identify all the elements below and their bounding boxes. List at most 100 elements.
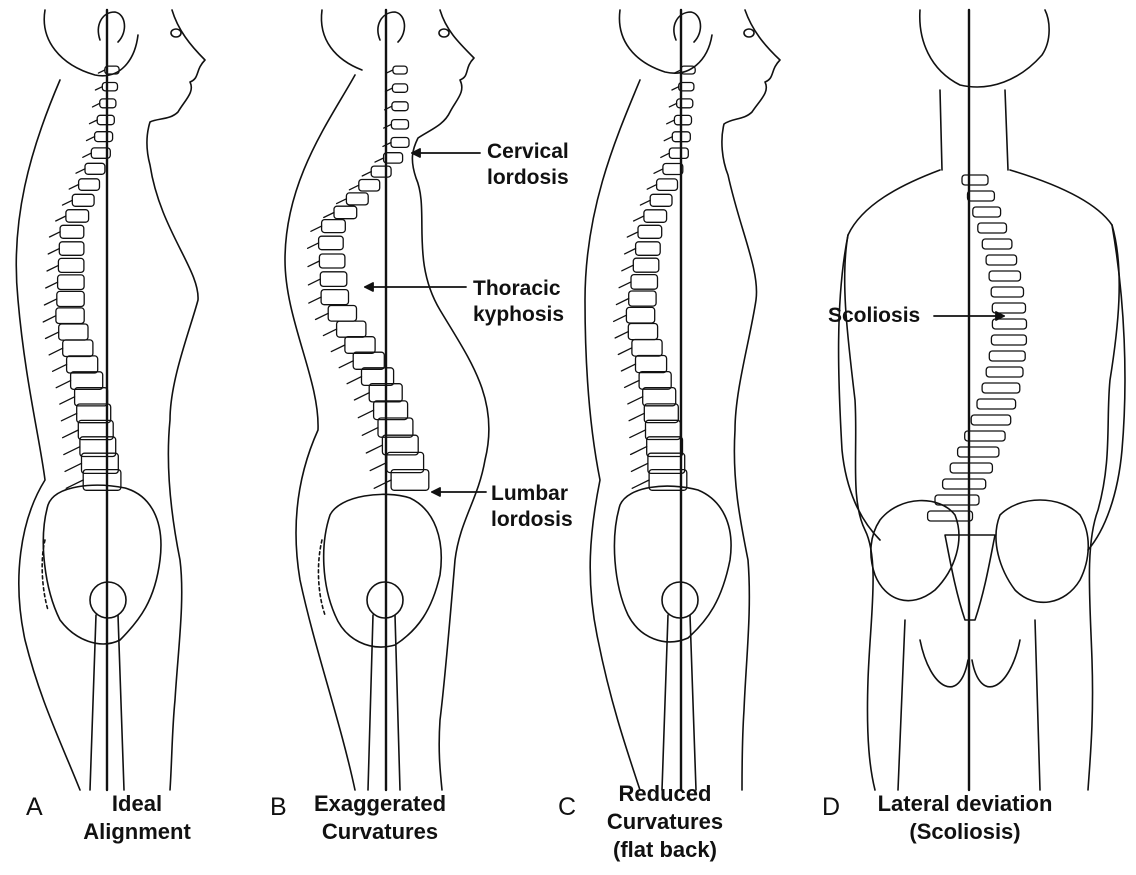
figure-c-eye <box>744 29 754 37</box>
figure-c-spinous-process <box>632 480 649 488</box>
figure-b-spinous-process <box>358 410 373 418</box>
figure-a-vertebra <box>71 372 103 390</box>
figure-d-torso <box>845 170 940 790</box>
lumbar-label-line2: lordosis <box>491 507 573 533</box>
figure-c-vertebra <box>638 225 662 238</box>
panel-letter-d: D <box>822 793 840 822</box>
figure-b-spinous-process <box>347 377 361 384</box>
figure-c-vertebra <box>677 99 693 108</box>
figure-b-vertebra <box>337 321 366 337</box>
figure-a-vertebra <box>67 356 98 373</box>
figure-a-spinous-process <box>53 364 67 371</box>
figure-d-arm-right <box>1088 225 1125 550</box>
figure-c-spinous-process <box>664 137 672 141</box>
figure-b-spinous-process <box>311 226 322 231</box>
figure-b-vertebra <box>353 352 384 369</box>
thoracic-label-line2: kyphosis <box>473 302 564 328</box>
figure-d-neck <box>940 90 1008 170</box>
figure-a-spinous-process <box>98 70 104 73</box>
figure-c-spinous-process <box>629 413 644 420</box>
figure-a-vertebra <box>72 194 94 206</box>
figure-d-vertebra <box>962 175 988 185</box>
figure-a-spinous-process <box>93 103 100 107</box>
figure-b-vertebra <box>362 368 394 386</box>
figure-b <box>285 10 489 790</box>
figure-b-vertebra <box>319 254 345 268</box>
figure-a-vertebra <box>85 163 105 174</box>
figure-a-spinous-process <box>47 265 58 271</box>
figure-c-spinous-process <box>634 216 644 221</box>
figure-c-pelvis <box>614 486 731 642</box>
figure-b-vertebra <box>328 306 356 322</box>
figure-b-vertebra <box>392 84 407 92</box>
figure-a-spinous-process <box>60 397 75 404</box>
figure-d-pelvis-right <box>996 500 1088 602</box>
figure-a-spinous-process <box>56 216 66 221</box>
figure-b-spinous-process <box>337 199 347 204</box>
figure-c-spinous-process <box>654 169 663 173</box>
figure-a-spine <box>43 66 121 490</box>
figure-b-spinous-process <box>375 158 384 162</box>
figure-a-spinous-process <box>46 282 58 288</box>
figure-c-spinous-process <box>661 153 670 157</box>
figure-a-pelvis <box>43 485 161 644</box>
figure-a-vertebra <box>75 388 108 406</box>
figure-c-spinous-process <box>615 332 628 338</box>
figure-b-spinous-process <box>374 480 391 488</box>
figure-b-vertebra <box>371 166 391 177</box>
figure-a-spinous-process <box>49 348 63 355</box>
figure-a-spinous-process <box>61 413 76 420</box>
caption-d-line2: (Scoliosis) <box>860 818 1070 846</box>
figure-c-vertebra <box>636 242 661 256</box>
figure-b-vertebra <box>334 206 357 219</box>
figure-b-vertebra <box>391 138 409 148</box>
figure-b-spinous-process <box>339 361 353 368</box>
figure-b-vertebra <box>320 272 347 287</box>
figure-c-spine <box>614 66 696 490</box>
scoliosis-label: Scoliosis <box>828 303 920 329</box>
figure-c-vertebra <box>644 210 667 223</box>
figure-a-vertebra <box>58 258 84 272</box>
figure-c-spinous-process <box>625 249 636 254</box>
figure-a-spinous-process <box>44 299 56 305</box>
figure-d <box>839 10 1125 790</box>
figure-c-spinous-process <box>618 348 632 355</box>
figure-a-spinous-process <box>69 185 78 190</box>
figure-c-vertebra <box>643 388 676 406</box>
thoracic-kyphosis-label: Thoracic kyphosis <box>473 276 564 329</box>
figure-a-back <box>16 80 80 790</box>
figure-b-spinous-process <box>324 213 334 218</box>
figure-a-skull-ring <box>98 12 124 42</box>
figure-a-vertebra <box>102 83 117 91</box>
scoliosis-label-text: Scoliosis <box>828 303 920 329</box>
figure-a-eye <box>171 29 181 37</box>
figure-d-vertebra <box>992 303 1025 313</box>
figure-d-vertebra <box>958 447 999 457</box>
figure-b-vertebra <box>391 120 408 129</box>
figure-a-vertebra <box>63 340 93 357</box>
panel-caption-d: Lateral deviation (Scoliosis) <box>860 790 1070 846</box>
figure-c-spinous-process <box>628 397 643 404</box>
figure-c-back <box>585 80 640 790</box>
panel-letter-b: B <box>270 793 287 822</box>
figure-c-spinous-process <box>640 200 650 205</box>
figure-d-vertebra <box>977 399 1016 409</box>
figure-a-spinous-process <box>83 153 92 157</box>
cervical-label-line1: Cervical <box>487 139 569 165</box>
figure-c-vertebra <box>657 179 678 191</box>
figure-b-back <box>285 75 355 790</box>
figure-b-spinous-process <box>354 393 369 400</box>
figure-c-vertebra <box>650 194 672 206</box>
figure-d-vertebra <box>943 479 986 489</box>
figure-a-spinous-process <box>95 87 102 90</box>
panel-caption-b: Exaggerated Curvatures <box>300 790 460 846</box>
figure-d-vertebra <box>971 415 1011 425</box>
figure-a-spinous-process <box>43 316 56 322</box>
figure-c-skull-ring <box>674 12 701 42</box>
figure-a-spinous-process <box>64 447 80 455</box>
figure-c-vertebra <box>629 291 656 306</box>
figure-c-face <box>722 10 780 790</box>
figure-c-head <box>619 10 712 73</box>
figure-a-vertebra <box>83 470 121 491</box>
